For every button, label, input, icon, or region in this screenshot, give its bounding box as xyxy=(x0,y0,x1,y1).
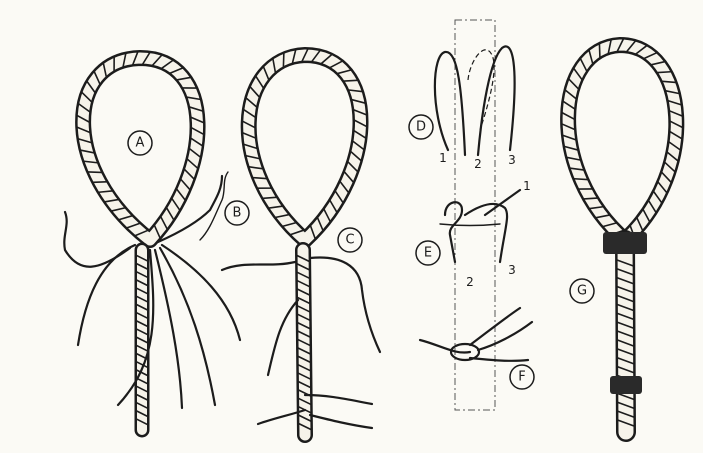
figure-g-finished-splice: G xyxy=(562,39,682,432)
whipping-bottom xyxy=(610,376,642,394)
d-strand-3: 3 xyxy=(508,153,516,167)
figure-c-loop: C xyxy=(222,49,380,435)
label-e: E xyxy=(424,246,432,261)
rope-twist-mark xyxy=(662,81,675,82)
e-strand-2: 2 xyxy=(466,275,474,289)
label-d: D xyxy=(416,120,426,135)
e-strand-1: 1 xyxy=(523,179,531,193)
figure-a-loop: A B xyxy=(64,52,249,430)
d-strand-2: 2 xyxy=(474,157,482,171)
rope-twist-mark xyxy=(263,197,276,198)
label-g: G xyxy=(577,284,587,299)
rope-twist-mark xyxy=(253,178,266,179)
rope-twist-mark xyxy=(584,198,597,199)
label-a: A xyxy=(136,136,145,151)
figure-def-detail: D 1 2 3 E 1 2 3 F xyxy=(409,20,534,410)
rope-twist-mark xyxy=(658,72,671,73)
label-b: B xyxy=(233,206,242,221)
rope-twist-mark xyxy=(574,179,587,180)
label-c: C xyxy=(345,233,354,248)
d-strand-1: 1 xyxy=(439,151,447,165)
e-strand-3: 3 xyxy=(508,263,516,277)
label-f: F xyxy=(518,370,525,385)
rope-twist-mark xyxy=(344,80,357,81)
whipping-top xyxy=(603,232,647,254)
